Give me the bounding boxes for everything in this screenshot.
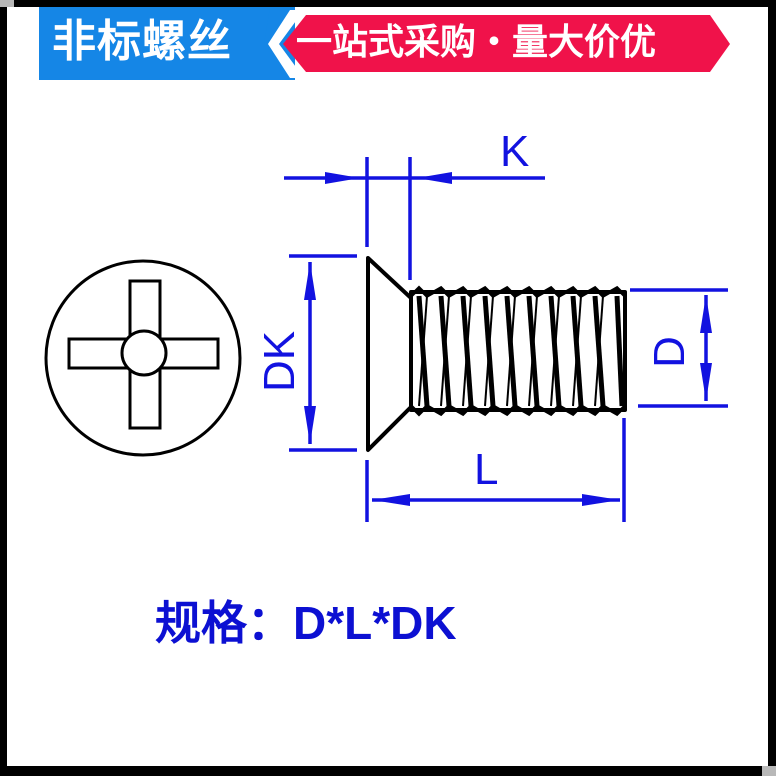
title-text: 非标螺丝 <box>52 16 232 67</box>
dimension-label-d: D <box>645 336 694 368</box>
frame-corner <box>762 766 776 776</box>
dimension-label-k: K <box>500 127 530 176</box>
screw-side-view <box>366 256 627 452</box>
frame-corner <box>0 0 14 7</box>
screw-threads <box>409 285 627 417</box>
specification-caption: 规格：D*L*DK <box>155 597 457 649</box>
screw-head-top-view <box>44 259 242 457</box>
slogan-banner <box>264 7 730 80</box>
dimension-label-l: L <box>474 445 499 494</box>
dimension-label-dk: DK <box>255 330 304 392</box>
dimension-lines <box>284 157 728 522</box>
slogan-text: 一站式采购・量大价优 <box>296 22 657 63</box>
title-banner <box>39 7 295 80</box>
